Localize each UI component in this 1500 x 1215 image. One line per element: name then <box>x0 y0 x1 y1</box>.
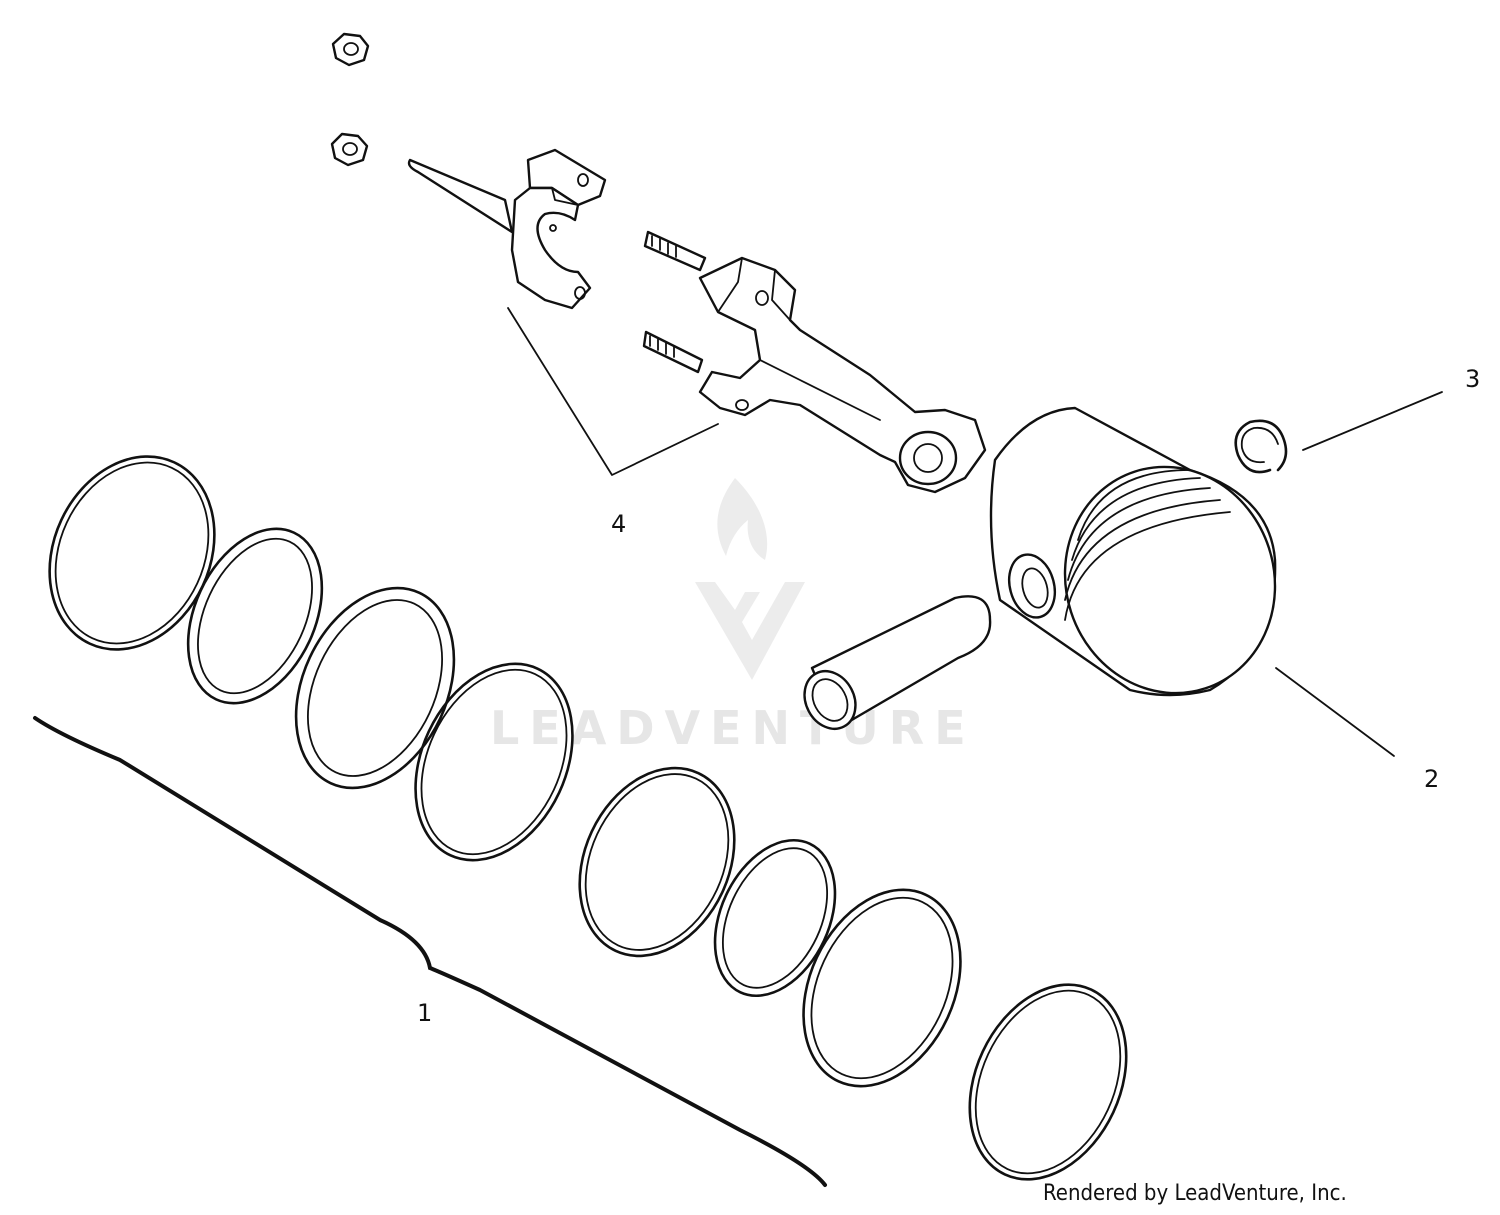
ring-set-upper <box>48 455 574 862</box>
retaining-ring <box>1234 419 1288 474</box>
piston <box>989 406 1277 697</box>
leader-line-4 <box>507 307 719 476</box>
piston-pin <box>803 595 992 730</box>
rod-cap <box>407 148 607 310</box>
callout-2: 2 <box>1424 765 1439 793</box>
watermark-logo: LEADVENTURE <box>490 478 966 755</box>
callout-1: 1 <box>417 999 432 1027</box>
bracket-ring-set <box>33 716 827 1187</box>
callout-3: 3 <box>1465 365 1480 393</box>
render-credit: Rendered by LeadVenture, Inc. <box>1043 1181 1347 1206</box>
leader-line-2 <box>1275 667 1395 757</box>
leader-line-3 <box>1302 391 1443 451</box>
nut-upper <box>331 32 370 67</box>
callout-4: 4 <box>611 510 626 538</box>
connecting-rod <box>642 230 987 494</box>
nut-lower <box>330 132 369 167</box>
ring-set-lower <box>578 766 1128 1181</box>
